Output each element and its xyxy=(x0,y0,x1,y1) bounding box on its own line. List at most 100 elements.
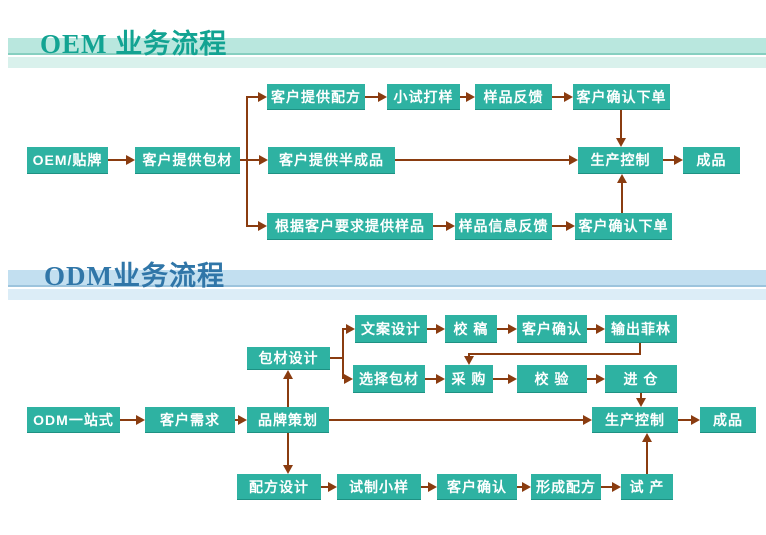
node-oem-start: OEM/贴牌 xyxy=(27,147,108,174)
flow-line xyxy=(517,486,522,488)
arrowhead-right-icon xyxy=(436,324,445,334)
flow-line xyxy=(248,225,258,227)
arrowhead-up-icon xyxy=(642,433,652,442)
arrowhead-down-icon xyxy=(616,138,626,147)
node-brand-planning: 品牌策划 xyxy=(247,407,329,433)
flow-line xyxy=(620,110,622,138)
node-customer-demand: 客户需求 xyxy=(145,407,235,433)
oem-header-bar-secondary xyxy=(8,57,766,68)
flow-line xyxy=(552,96,564,98)
node-customer-confirm-a: 客户确认 xyxy=(517,315,587,343)
odm-header-bar-primary xyxy=(8,270,766,287)
flow-line xyxy=(663,159,674,161)
node-sample-per-request: 根据客户要求提供样品 xyxy=(267,213,433,240)
node-sample-feedback: 样品反馈 xyxy=(475,84,552,110)
node-warehousing: 进 仓 xyxy=(605,365,677,393)
arrowhead-down-icon xyxy=(464,356,474,365)
node-production-control-oem: 生产控制 xyxy=(578,147,663,174)
node-small-trial: 小试打样 xyxy=(387,84,460,110)
arrowhead-up-icon xyxy=(283,370,293,379)
node-customer-provide-semifinished: 客户提供半成品 xyxy=(268,147,395,174)
arrowhead-right-icon xyxy=(446,221,455,231)
flow-line xyxy=(646,442,648,474)
arrowhead-down-icon xyxy=(283,465,293,474)
node-output-film: 输出菲林 xyxy=(605,315,677,343)
arrowhead-down-icon xyxy=(636,398,646,407)
flow-line xyxy=(321,486,328,488)
node-form-formula: 形成配方 xyxy=(531,474,601,500)
arrowhead-right-icon xyxy=(522,482,531,492)
flow-line xyxy=(621,183,623,213)
node-copy-design: 文案设计 xyxy=(355,315,427,343)
arrowhead-right-icon xyxy=(596,324,605,334)
oem-header-bar-primary xyxy=(8,38,766,55)
arrowhead-right-icon xyxy=(136,415,145,425)
arrowhead-right-icon xyxy=(259,155,268,165)
arrowhead-right-icon xyxy=(258,221,267,231)
arrowhead-right-icon xyxy=(583,415,592,425)
node-customer-provide-formula: 客户提供配方 xyxy=(267,84,365,110)
arrowhead-right-icon xyxy=(126,155,135,165)
flow-line xyxy=(329,419,583,421)
node-customer-confirm-b: 客户确认 xyxy=(437,474,517,500)
flow-line xyxy=(425,378,436,380)
node-customer-confirm-order-top: 客户确认下单 xyxy=(573,84,670,110)
flow-line xyxy=(120,419,136,421)
arrowhead-right-icon xyxy=(466,92,475,102)
node-packaging-design: 包材设计 xyxy=(247,347,330,370)
flow-line xyxy=(433,225,446,227)
flow-line xyxy=(639,343,641,355)
odm-section-title: ODM业务流程 xyxy=(44,261,225,291)
arrowhead-right-icon xyxy=(691,415,700,425)
flow-line xyxy=(678,419,691,421)
flow-line xyxy=(330,357,343,359)
flow-line xyxy=(287,379,289,407)
arrowhead-right-icon xyxy=(564,92,573,102)
flow-line xyxy=(108,159,127,161)
flow-line xyxy=(552,225,566,227)
arrowhead-right-icon xyxy=(508,374,517,384)
flow-line xyxy=(248,159,259,161)
flow-line xyxy=(287,433,289,465)
node-formula-design: 配方设计 xyxy=(237,474,321,500)
flow-line xyxy=(601,486,612,488)
flow-line xyxy=(235,419,238,421)
flow-line xyxy=(497,328,508,330)
flow-line xyxy=(246,96,248,227)
node-customer-provide-packaging: 客户提供包材 xyxy=(135,147,240,174)
flow-line xyxy=(342,328,344,359)
flow-line xyxy=(460,96,466,98)
flow-line xyxy=(421,486,428,488)
arrowhead-right-icon xyxy=(328,482,337,492)
flow-line xyxy=(587,328,596,330)
arrowhead-right-icon xyxy=(238,415,247,425)
arrowhead-right-icon xyxy=(344,374,353,384)
arrowhead-up-icon xyxy=(617,174,627,183)
flow-line xyxy=(468,353,641,355)
arrowhead-right-icon xyxy=(508,324,517,334)
arrowhead-right-icon xyxy=(258,92,267,102)
node-customer-confirm-order-bottom: 客户确认下单 xyxy=(575,213,672,240)
node-finished-product-oem: 成品 xyxy=(683,147,740,174)
arrowhead-right-icon xyxy=(674,155,683,165)
node-purchase: 采 购 xyxy=(445,365,493,393)
flow-line xyxy=(587,378,596,380)
flow-line xyxy=(427,328,436,330)
flow-line xyxy=(468,353,470,358)
arrowhead-right-icon xyxy=(436,374,445,384)
oem-section-title: OEM 业务流程 xyxy=(40,29,228,59)
flow-line xyxy=(240,159,248,161)
flow-line xyxy=(395,159,569,161)
node-proofreading: 校 稿 xyxy=(445,315,497,343)
node-production-control-odm: 生产控制 xyxy=(592,407,678,433)
arrowhead-right-icon xyxy=(346,324,355,334)
node-trial-sample: 试制小样 xyxy=(337,474,421,500)
flow-line xyxy=(493,378,508,380)
arrowhead-right-icon xyxy=(566,221,575,231)
node-select-packaging: 选择包材 xyxy=(353,365,425,393)
odm-header-bar-secondary xyxy=(8,289,766,300)
arrowhead-right-icon xyxy=(378,92,387,102)
flow-line xyxy=(344,328,346,330)
flow-line xyxy=(365,96,378,98)
